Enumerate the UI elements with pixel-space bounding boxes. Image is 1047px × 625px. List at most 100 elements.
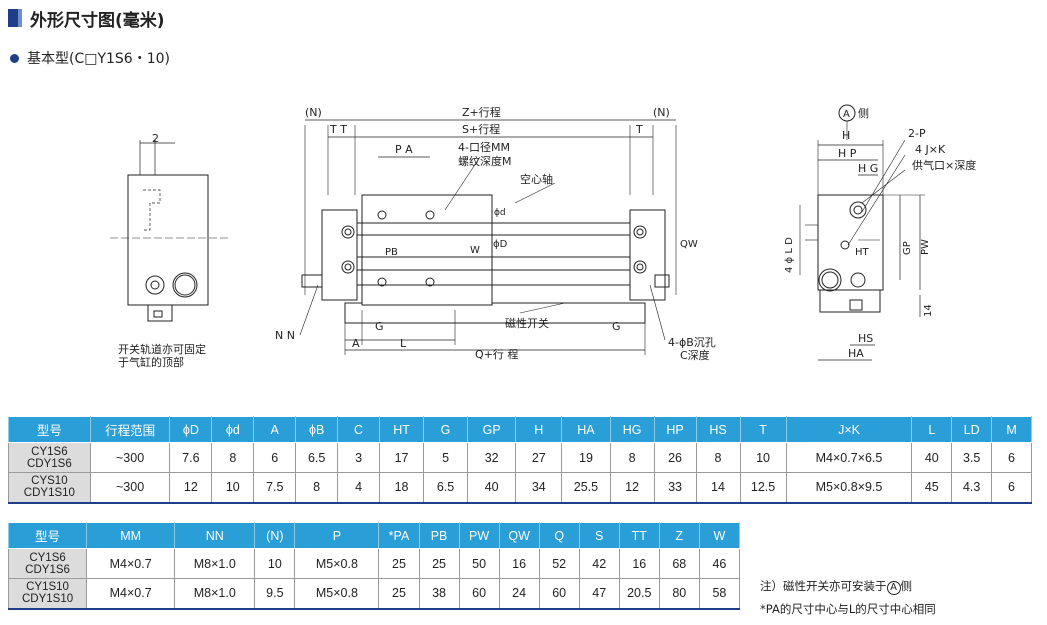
page-title: 外形尺寸图(毫米) [30, 10, 165, 31]
table-cell: 45 [911, 472, 953, 504]
table-cell: 6 [991, 442, 1032, 473]
table-cell: 25 [418, 548, 460, 579]
column-header: 型号 [8, 416, 91, 443]
label-c-depth: C深度 [680, 348, 710, 362]
table-cell: 46 [698, 548, 741, 579]
table-cell: M8×1.0 [174, 548, 256, 579]
label-2p: 2-P [908, 127, 926, 140]
circled-a-icon: A [886, 581, 901, 595]
table-cell: 33 [653, 472, 697, 504]
label-n-right: (N) [653, 106, 670, 119]
label-a-circled: A [843, 109, 850, 120]
model-name: CY1S6 [31, 445, 68, 458]
left-end-view [110, 140, 230, 322]
table-cell: 14 [695, 472, 741, 504]
table-cell: 6 [253, 442, 297, 473]
model-name: CY1S6 [29, 551, 66, 564]
table-cell: M4×0.7 [86, 548, 176, 579]
note-1-suffix: 侧 [900, 579, 913, 593]
label-hg: H G [858, 162, 878, 175]
label-ha: HA [848, 347, 864, 360]
table-cell: 10 [211, 472, 255, 504]
model-name: CY1S10 [26, 581, 69, 594]
label-a-side: 侧 [858, 107, 869, 120]
table-cell: 17 [379, 442, 425, 473]
table-cell: 6.5 [295, 442, 339, 473]
label-pa: P A [395, 143, 413, 156]
column-header: HP [653, 416, 697, 443]
note-2: *PA的尺寸中心与L的尺寸中心相同 [760, 602, 936, 616]
label-counterbore: 4-ϕB沉孔 [668, 336, 716, 349]
table-cell: 8 [211, 442, 255, 473]
column-header: HT [379, 416, 425, 443]
column-header: LD [951, 416, 993, 443]
table-cell: 60 [458, 578, 500, 610]
table-cell: M4×0.7×6.5 [785, 442, 913, 473]
column-header: 型号 [7, 522, 88, 549]
table-cell: 68 [658, 548, 700, 579]
label-14: 14 [923, 304, 934, 317]
left-note-line1: 开关轨道亦可固定 [118, 342, 206, 356]
column-header: (N) [254, 522, 296, 549]
label-w: W [470, 245, 480, 256]
label-qw: QW [680, 239, 698, 250]
label-magnetic-switch: 磁性开关 [505, 316, 549, 330]
label-pw: PW [920, 239, 931, 255]
table-cell: 16 [618, 548, 660, 579]
table-cell: 25.5 [561, 472, 611, 504]
model-name: CYS10 [31, 475, 68, 488]
side-view [799, 104, 925, 361]
label-4-phi-ld: 4 ϕ L D [784, 237, 795, 273]
table-cell: 19 [561, 442, 611, 473]
header-marker-icon [8, 9, 22, 27]
column-header: C [337, 416, 381, 443]
column-header: S [578, 522, 620, 549]
column-header: QW [498, 522, 540, 549]
column-header: J×K [785, 416, 913, 443]
label-s-stroke: S+行程 [462, 123, 500, 136]
column-header: A [253, 416, 297, 443]
table-cell: 60 [538, 578, 580, 610]
model-name: CDY1S10 [21, 593, 74, 606]
column-header: W [698, 522, 741, 549]
table-cell: 8 [695, 442, 741, 473]
label-n-left: (N) [305, 106, 322, 119]
label-phi-D: ϕD [493, 239, 508, 250]
label-pb: PB [385, 247, 398, 258]
model-name: CDY1S6 [25, 563, 70, 576]
label-ports: 4-口径MM [458, 141, 510, 154]
table-cell: M4×0.7 [86, 578, 176, 610]
table-cell: 26 [653, 442, 697, 473]
table-cell: 25 [378, 548, 420, 579]
column-header: ϕB [295, 416, 339, 443]
table-cell: 12 [609, 472, 655, 504]
table-cell: 10 [254, 548, 296, 579]
label-supply-port: 供气口×深度 [912, 158, 976, 172]
column-header: GP [467, 416, 517, 443]
left-dim-2: 2 [152, 132, 159, 145]
column-header: 行程范围 [89, 416, 171, 443]
bullet-icon [10, 53, 19, 63]
table-cell: M5×0.8 [294, 548, 380, 579]
table-cell: 50 [458, 548, 500, 579]
table-cell: 80 [658, 578, 700, 610]
table-cell: 18 [379, 472, 425, 504]
label-tt: T T [329, 123, 347, 136]
subtitle: 基本型(C□Y1S6・10) [10, 48, 170, 68]
dimension-drawing: 2 开关轨道亦可固定 于气缸的顶部 (N) (N) Z+行程 T T S+行程 … [110, 104, 976, 369]
note-1-prefix: 注）磁性开关亦可安装于 [760, 579, 887, 593]
label-g-right: G [612, 320, 621, 333]
table-cell: 4.3 [951, 472, 993, 504]
column-header: H [515, 416, 563, 443]
table-cell: 8 [609, 442, 655, 473]
table-cell: 32 [467, 442, 517, 473]
table-cell: 20.5 [618, 578, 660, 610]
table-cell: 10 [739, 442, 787, 473]
